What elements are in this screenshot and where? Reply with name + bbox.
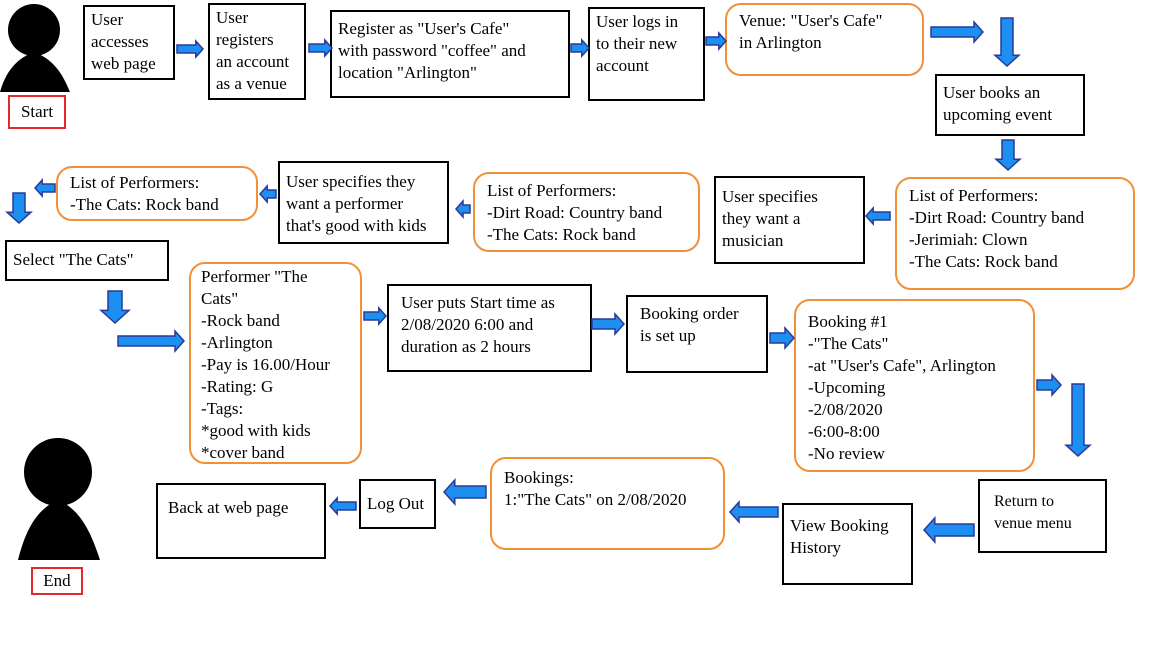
arrow-details-to-login <box>570 38 591 58</box>
start-label: Start <box>8 95 66 129</box>
arrow-venue-down <box>993 17 1021 68</box>
arrow-booking-right <box>1036 373 1063 397</box>
step-back-at-web-page: Back at web page <box>156 483 326 559</box>
arrow-bookings-to-logout <box>442 478 487 506</box>
arrow-musicians-to-kids <box>455 199 471 219</box>
arrow-time-to-order <box>591 312 626 336</box>
arrow-access-to-register <box>176 39 205 59</box>
step-user-accesses-web-page: User accesses web page <box>83 5 175 80</box>
step-user-logs-in: User logs in to their new account <box>588 7 705 101</box>
step-want-good-with-kids: User specifies they want a performer tha… <box>278 161 449 244</box>
step-register-details: Register as "User's Cafe" with password … <box>330 10 570 98</box>
arrow-book-to-list <box>994 139 1022 172</box>
start-person-icon <box>0 4 70 92</box>
end-label: End <box>31 567 83 595</box>
step-user-registers-venue: User registers an account as a venue <box>208 3 306 100</box>
list-all-performers: List of Performers: -Dirt Road: Country … <box>895 177 1135 290</box>
arrow-list-left <box>33 178 56 198</box>
step-return-to-venue-menu: Return to venue menu <box>978 479 1107 553</box>
list-kid-friendly-performers: List of Performers: -The Cats: Rock band <box>56 166 258 221</box>
step-log-out: Log Out <box>359 479 436 529</box>
performer-details: Performer "The Cats" -Rock band -Arlingt… <box>189 262 362 464</box>
arrow-booking-down <box>1064 383 1092 458</box>
arrow-list-down <box>5 192 33 225</box>
arrow-login-to-venue <box>705 31 728 51</box>
step-venue-info: Venue: "User's Cafe" in Arlington <box>725 3 924 76</box>
step-view-booking-history: View Booking History <box>782 503 913 585</box>
arrow-select-to-performer <box>117 329 186 353</box>
arrow-logout-to-back <box>328 496 357 516</box>
booking-details: Booking #1 -"The Cats" -at "User's Cafe"… <box>794 299 1035 472</box>
step-want-musician: User specifies they want a musician <box>714 176 865 264</box>
arrow-kids-to-list <box>258 184 277 204</box>
booking-history-list: Bookings: 1:"The Cats" on 2/08/2020 <box>490 457 725 550</box>
arrow-register-to-details <box>308 38 334 58</box>
arrow-list-to-musician <box>864 206 891 226</box>
step-booking-order-set-up: Booking order is set up <box>626 295 768 373</box>
arrow-history-to-bookings <box>728 500 779 524</box>
arrow-performer-to-time <box>363 306 388 326</box>
arrow-order-to-booking <box>769 326 796 350</box>
step-start-time: User puts Start time as 2/08/2020 6:00 a… <box>387 284 592 372</box>
step-select-the-cats: Select "The Cats" <box>5 240 169 281</box>
step-user-books-event: User books an upcoming event <box>935 74 1085 136</box>
arrow-select-down <box>99 290 131 325</box>
list-musician-performers: List of Performers: -Dirt Road: Country … <box>473 172 700 252</box>
arrow-return-to-history <box>922 516 975 544</box>
end-person-icon <box>18 438 100 560</box>
arrow-venue-right <box>930 20 985 44</box>
